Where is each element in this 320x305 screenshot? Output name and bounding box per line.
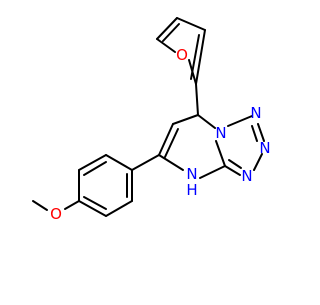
bond-furan-c3-c2-double (190, 34, 200, 80)
bond-furan-o-c5 (156, 38, 176, 53)
atom-tetrazole-n4: N (241, 167, 252, 185)
bond-ph2-ph3 (78, 154, 107, 171)
background (0, 0, 300, 300)
bond-furan-c5-c4-double (162, 23, 180, 42)
bond-n4-c5 (158, 154, 184, 171)
bond-furan-c4-c3 (176, 17, 206, 31)
bond-ph4-ph5 (78, 200, 107, 217)
molecule-structure: O N N N N N H O (0, 0, 300, 300)
atom-amine-hydrogen: H (186, 181, 197, 199)
atom-labels: O N N N N N H O (50, 46, 271, 223)
bond-n1-n2 (227, 115, 253, 127)
atom-amine-nitrogen: N (186, 165, 197, 183)
bond-ph5-ph6 (105, 200, 133, 217)
atom-methoxy-oxygen: O (50, 205, 62, 223)
bond-ph4-ph5-double (83, 196, 107, 210)
bond-ph4-ome (64, 200, 80, 210)
bond-n2-n3-double (251, 125, 258, 142)
bond-c7-n1 (197, 114, 216, 129)
bonds (32, 17, 265, 217)
bond-ph2-ph3-double (83, 161, 107, 176)
bond-n3-n4t (253, 153, 263, 171)
bond-c5-c6-double (164, 128, 179, 158)
bond-n1-c8a (215, 140, 226, 167)
atom-tetrazole-n3: N (259, 139, 270, 157)
bond-ph1-ph2 (105, 154, 133, 171)
bond-c6-c7 (172, 114, 199, 125)
bond-c5-c6 (158, 123, 174, 156)
atom-tetrazole-n2: N (250, 104, 261, 122)
bond-furan-c3-c2 (195, 29, 206, 85)
bond-n2-n3 (257, 123, 265, 142)
bond-n4t-c8a-double (228, 159, 242, 169)
structure-canvas: O N N N N N H O (0, 0, 300, 300)
bond-c8a-n4 (199, 165, 226, 179)
bond-n4t-c8a (224, 165, 241, 176)
bond-ome-ch3 (32, 200, 48, 211)
bond-furan-c7 (195, 83, 199, 116)
bond-c5-phenyl (131, 154, 160, 171)
atom-furan-oxygen: O (176, 46, 188, 64)
atom-bridge-nitrogen: N (215, 124, 226, 142)
bond-furan-c5-c4 (156, 17, 178, 40)
